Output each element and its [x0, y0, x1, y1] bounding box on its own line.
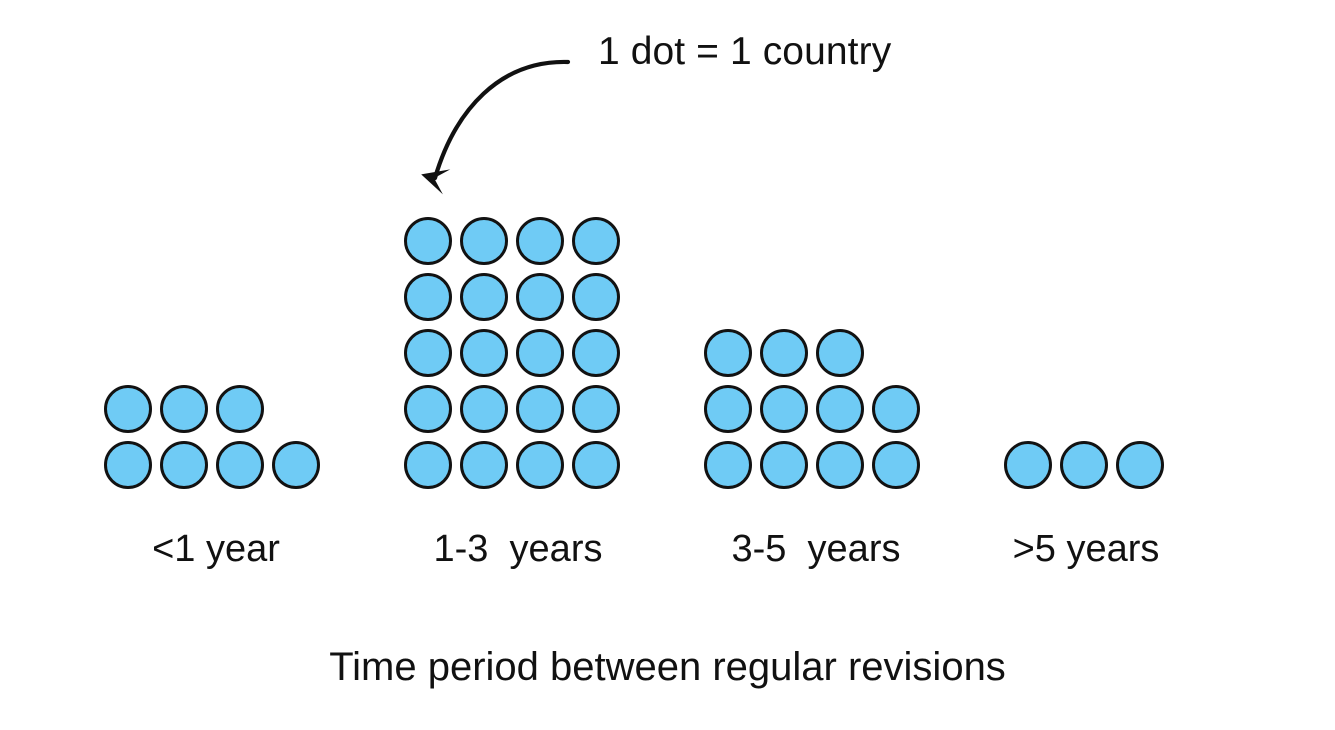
dot	[1004, 441, 1052, 489]
dot	[460, 273, 508, 321]
dot	[760, 385, 808, 433]
dot	[816, 329, 864, 377]
dot	[572, 441, 620, 489]
dot	[872, 441, 920, 489]
dot-row	[704, 381, 920, 437]
dot	[404, 273, 452, 321]
group-label-3-5-years: 3-5 years	[731, 528, 901, 570]
dot	[460, 441, 508, 489]
dot	[404, 329, 452, 377]
dot	[160, 385, 208, 433]
dot	[572, 217, 620, 265]
dot	[160, 441, 208, 489]
dot-row	[704, 325, 864, 381]
dot	[516, 385, 564, 433]
dot-row	[704, 437, 920, 493]
dot	[272, 441, 320, 489]
dot	[516, 273, 564, 321]
dot	[404, 217, 452, 265]
dot-row	[104, 381, 264, 437]
dot	[216, 385, 264, 433]
group-label-lt-1-year: <1 year	[152, 528, 280, 570]
dot-row	[404, 437, 620, 493]
dot	[1116, 441, 1164, 489]
dot	[460, 385, 508, 433]
dot	[704, 441, 752, 489]
dot	[704, 329, 752, 377]
dot	[704, 385, 752, 433]
dot	[104, 441, 152, 489]
dot	[872, 385, 920, 433]
dot	[404, 385, 452, 433]
dot	[760, 329, 808, 377]
dot-row	[404, 269, 620, 325]
dot-row	[404, 213, 620, 269]
dot	[1060, 441, 1108, 489]
dot	[460, 329, 508, 377]
dot	[572, 385, 620, 433]
dot-row	[404, 325, 620, 381]
dot-group-1-3-years	[404, 213, 620, 493]
dot	[104, 385, 152, 433]
dot	[816, 385, 864, 433]
group-label-gt-5-years: >5 years	[1012, 528, 1160, 570]
dot	[516, 217, 564, 265]
annotation-arrow-icon	[421, 59, 571, 195]
dot	[572, 329, 620, 377]
dot	[404, 441, 452, 489]
dot-row	[1004, 437, 1164, 493]
dot-group-gt-5-years	[1004, 437, 1164, 493]
dot	[516, 329, 564, 377]
dot	[216, 441, 264, 489]
dot-row	[104, 437, 320, 493]
dot-group-lt-1-year	[104, 381, 320, 493]
dot	[760, 441, 808, 489]
dot-group-3-5-years	[704, 325, 920, 493]
dot	[460, 217, 508, 265]
dot	[572, 273, 620, 321]
annotation-note-label: 1 dot = 1 country	[598, 30, 892, 73]
dot-row	[404, 381, 620, 437]
dot	[516, 441, 564, 489]
axis-title: Time period between regular revisions	[329, 645, 1006, 689]
dot	[816, 441, 864, 489]
group-label-1-3-years: 1-3 years	[433, 528, 603, 570]
